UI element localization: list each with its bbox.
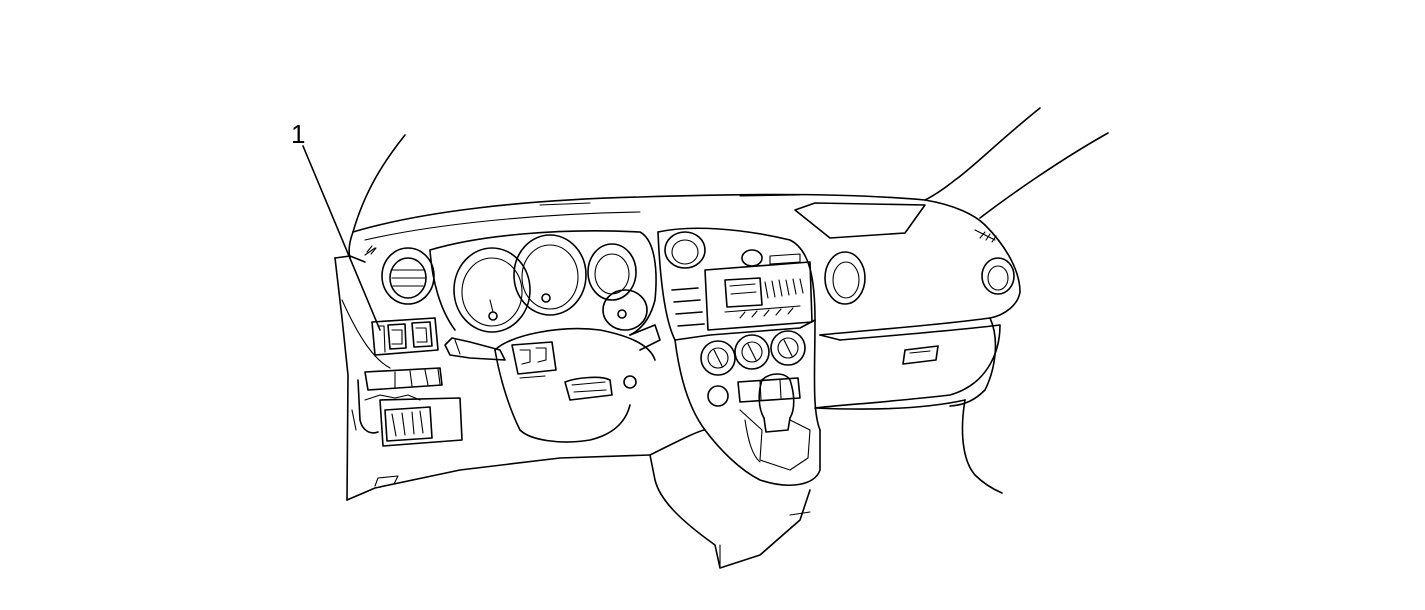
passenger-center-vent: [825, 252, 865, 304]
lower-left-panel: [352, 368, 462, 446]
gear-shifter: [740, 374, 810, 470]
center-console: [650, 320, 820, 568]
dashboard-right-side: [950, 225, 1020, 493]
center-stack: [658, 228, 815, 340]
climate-control-knobs: [701, 331, 805, 375]
dash-top-panel: [795, 203, 925, 238]
center-upper-vent: [665, 232, 705, 268]
right-a-pillar: [925, 108, 1108, 218]
dashboard-left-end: [335, 232, 650, 500]
center-side-vents: [672, 288, 704, 326]
turn-signal-stalk: [445, 338, 505, 360]
dashboard-top: [353, 195, 985, 240]
tachometer-gauge: [454, 248, 530, 332]
steering-column: [495, 325, 660, 442]
callout-1: 1: [291, 119, 380, 330]
callout-1-leader-line: [303, 146, 380, 330]
glovebox: [815, 318, 1000, 409]
left-air-vent: [382, 248, 434, 304]
speedometer-gauge: [514, 235, 586, 315]
headlamp-switch-panel: [372, 318, 438, 355]
passenger-outer-vent: [982, 258, 1014, 294]
fuel-gauge: [588, 244, 636, 300]
temp-gauge: [603, 290, 647, 330]
instrument-cluster-hood: [430, 231, 656, 335]
callout-1-label: 1: [291, 119, 305, 149]
lower-center-switches: [708, 378, 800, 406]
radio-unit: [705, 250, 812, 330]
left-a-pillar: [353, 135, 405, 232]
